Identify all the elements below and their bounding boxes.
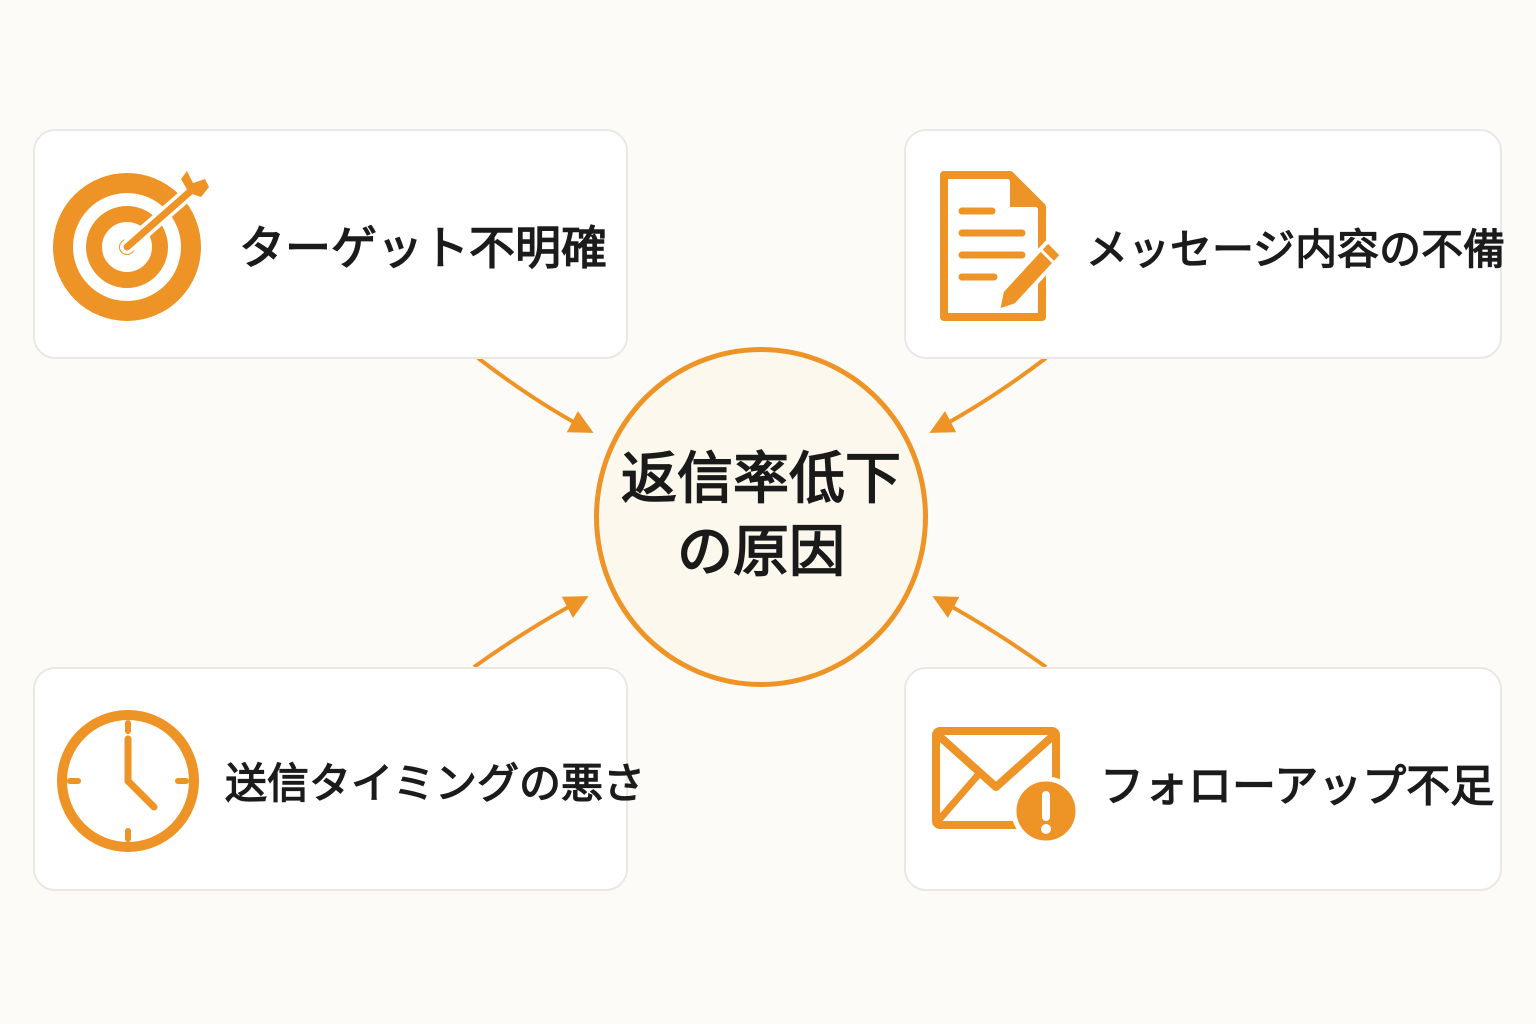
cause-card-message: メッセージ内容の不備 bbox=[904, 129, 1506, 359]
center-node: 返信率低下 の原因 bbox=[594, 347, 928, 687]
cause-label-followup: フォローアップ不足 bbox=[1100, 761, 1495, 812]
arrow-timing-to-center bbox=[472, 596, 589, 669]
center-title-line-1: 返信率低下 bbox=[621, 447, 901, 513]
cause-card-followup: フォローアップ不足 bbox=[904, 667, 1502, 891]
arrow-target-to-center bbox=[476, 356, 594, 433]
target-icon bbox=[53, 171, 209, 321]
cause-label-target: ターゲット不明確 bbox=[239, 221, 607, 275]
clock-icon bbox=[57, 710, 199, 852]
mail-alert-icon bbox=[932, 727, 1080, 846]
arrow-message-to-center bbox=[929, 356, 1048, 433]
center-title-line-2: の原因 bbox=[677, 520, 845, 585]
document-edit-icon bbox=[940, 171, 1064, 321]
cause-label-timing: 送信タイミングの悪さ bbox=[225, 759, 646, 808]
cause-label-message: メッセージ内容の不備 bbox=[1086, 225, 1506, 274]
cause-card-target: ターゲット不明確 bbox=[33, 129, 628, 359]
cause-card-timing: 送信タイミングの悪さ bbox=[33, 667, 645, 891]
arrow-followup-to-center bbox=[932, 596, 1048, 669]
